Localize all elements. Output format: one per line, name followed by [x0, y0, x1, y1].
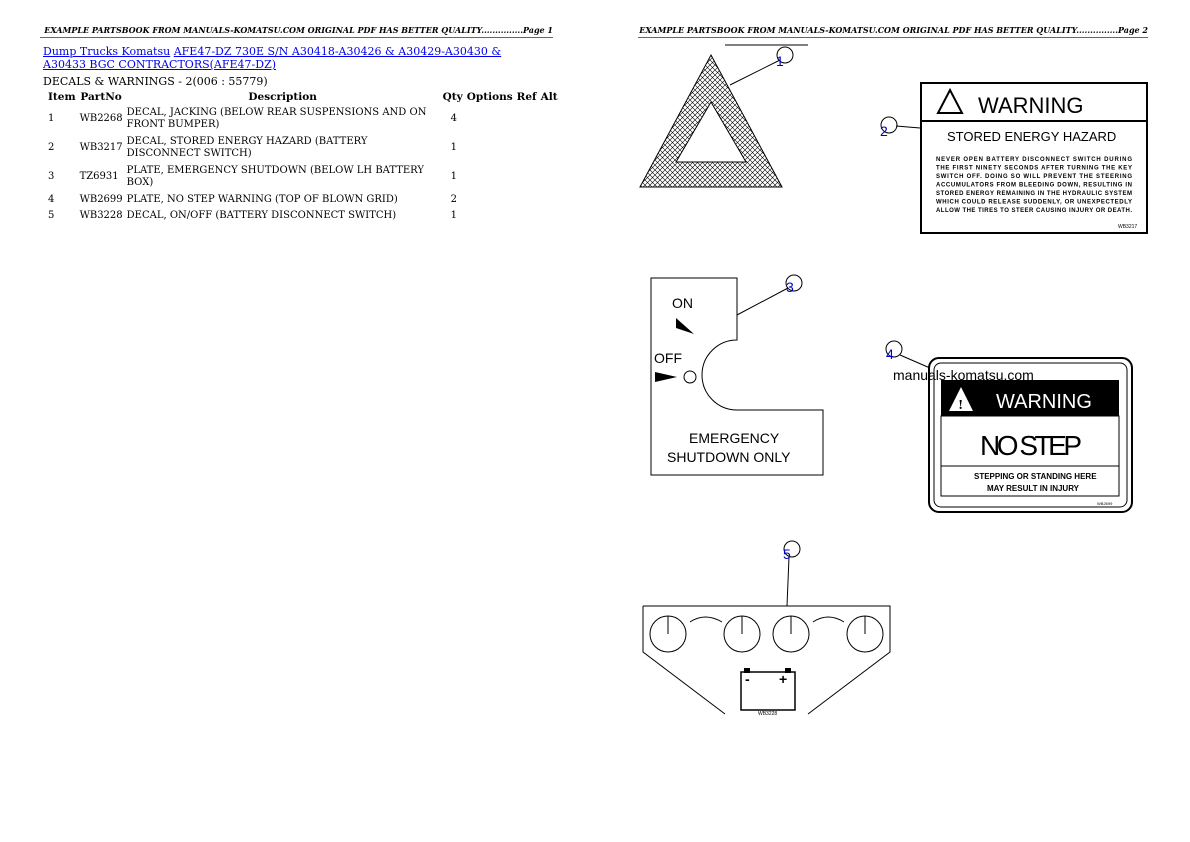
cell-partno: WB3228 — [79, 210, 123, 221]
cell-qty: 1 — [450, 170, 458, 182]
svg-text:WARNING: WARNING — [978, 93, 1084, 118]
decal-body-line: NEVER OPEN BATTERY DISCONNECT SWITCH DUR… — [936, 157, 1132, 163]
cell-description: PLATE, NO STEP WARNING (TOP OF BLOWN GRI… — [126, 193, 398, 205]
callout-5: 5 — [783, 546, 791, 562]
cell-item: 5 — [48, 210, 55, 221]
col-ref: Ref — [516, 91, 537, 103]
jacking-decal: 1 — [639, 44, 808, 188]
emergency-shutdown-plate: ON OFF EMERGENCY SHUTDOWN ONLY 3 — [650, 274, 824, 476]
svg-text:-: - — [745, 671, 750, 687]
svg-text:WB2699: WB2699 — [1097, 501, 1113, 506]
svg-text:SHUTDOWN ONLY: SHUTDOWN ONLY — [667, 449, 791, 465]
cell-description: DECAL, ON/OFF (BATTERY DISCONNECT SWITCH… — [126, 210, 397, 221]
svg-text:!: ! — [958, 398, 963, 412]
svg-text:WARNING: WARNING — [996, 391, 1092, 413]
cell-description: DECAL, STORED ENERGY HAZARD (BATTERY DIS… — [126, 135, 368, 160]
cell-partno: WB3217 — [79, 141, 123, 153]
parts-table: Item PartNo Description Qty Options Ref … — [46, 90, 560, 225]
page-header: EXAMPLE PARTSBOOK FROM MANUALS-KOMATSU.C… — [638, 25, 1148, 38]
svg-text:WB3217: WB3217 — [1118, 224, 1137, 230]
cell-item: 1 — [48, 112, 55, 124]
cell-item: 3 — [48, 170, 55, 182]
svg-text:STORED ENERGY HAZARD: STORED ENERGY HAZARD — [947, 129, 1116, 144]
col-qty: Qty — [442, 91, 463, 103]
svg-text:+: + — [779, 671, 787, 687]
section-title: DECALS & WARNINGS - 2(006 : 55779) — [43, 75, 268, 88]
callout-3: 3 — [786, 279, 794, 295]
col-alt: Alt — [540, 91, 558, 103]
cell-item: 4 — [48, 193, 55, 205]
cell-qty: 2 — [450, 193, 458, 205]
cell-description: PLATE, EMERGENCY SHUTDOWN (BELOW LH BATT… — [126, 164, 424, 189]
watermark: manuals-komatsu.com — [893, 367, 1034, 383]
col-partno: PartNo — [80, 91, 122, 103]
decal-body-line: ACCUMULATORS FROM BLEEDING DOWN, RESULTI… — [936, 183, 1132, 189]
col-item: Item — [48, 91, 76, 103]
decal-body-line: STORED ENERGY REMAINING IN THE HYDRAULIC… — [936, 191, 1132, 197]
decal-body-line: SWITCH OFF. DOING SO WILL PREVENT THE ST… — [936, 174, 1132, 180]
decal-body-line: ALLOW THE TIRES TO STEER CAUSING INJURY … — [936, 208, 1132, 214]
breadcrumb-link-model[interactable]: AFE47-DZ 730E S/N A30418-A30426 & A30429… — [43, 45, 502, 71]
cell-item: 2 — [48, 141, 55, 153]
on-off-decal: - + WB3228 5 — [642, 540, 891, 717]
cell-partno: WB2699 — [79, 193, 123, 205]
decal-body-line: THE FIRST NINETY SECONDS AFTER TURNING T… — [936, 166, 1132, 172]
cell-partno: WB2268 — [79, 112, 123, 124]
svg-text:WB3228: WB3228 — [758, 711, 777, 717]
svg-text:EMERGENCY: EMERGENCY — [689, 430, 780, 446]
svg-text:OFF: OFF — [654, 350, 682, 366]
col-options: Options — [466, 91, 513, 103]
breadcrumb: Dump Trucks Komatsu AFE47-DZ 730E S/N A3… — [43, 45, 543, 71]
decal-body-line: WHICH COULD RELEASE SUDDENLY, OR UNEXPEC… — [936, 200, 1132, 206]
callout-2: 2 — [880, 123, 888, 139]
svg-text:ON: ON — [672, 295, 693, 311]
stored-energy-decal: WARNING STORED ENERGY HAZARD NEVER OPEN … — [880, 82, 1148, 234]
cell-qty: 4 — [450, 112, 458, 124]
cell-partno: TZ6931 — [79, 170, 119, 182]
cell-description: DECAL, JACKING (BELOW REAR SUSPENSIONS A… — [126, 106, 427, 131]
svg-text:NO STEP: NO STEP — [980, 430, 1082, 461]
col-description: Description — [248, 91, 317, 103]
cell-qty: 1 — [450, 210, 458, 221]
breadcrumb-link-category[interactable]: Dump Trucks Komatsu — [43, 45, 171, 58]
callout-4: 4 — [886, 346, 894, 362]
no-step-plate: ! WARNING NO STEP STEPPING OR STANDING H… — [885, 340, 1133, 513]
table-row: 3 TZ6931 PLATE, EMERGENCY SHUTDOWN (BELOW … — [46, 163, 560, 192]
svg-text:MAY RESULT IN INJURY: MAY RESULT IN INJURY — [987, 484, 1080, 493]
page-header: EXAMPLE PARTSBOOK FROM MANUALS-KOMATSU.C… — [40, 25, 553, 38]
callout-1: 1 — [776, 53, 784, 69]
svg-text:STEPPING OR STANDING HERE: STEPPING OR STANDING HERE — [974, 472, 1097, 481]
cell-qty: 1 — [450, 141, 458, 153]
